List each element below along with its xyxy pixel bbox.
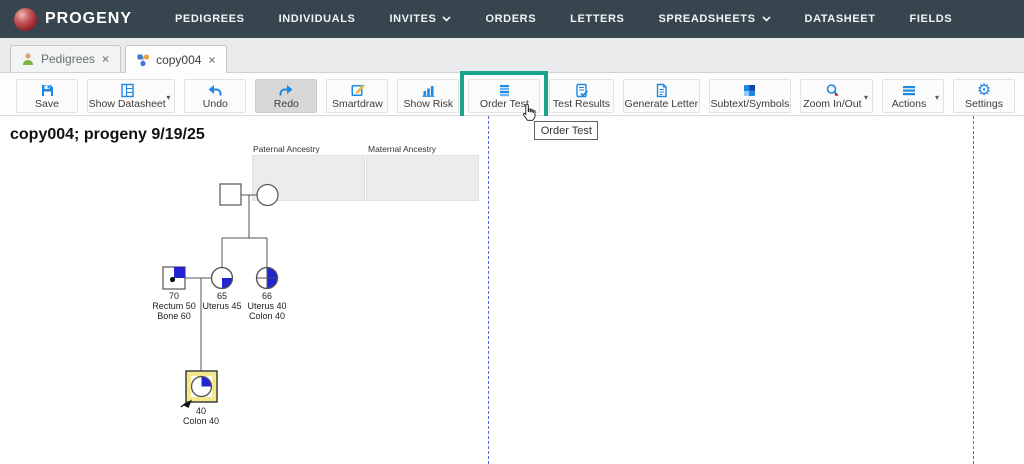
symbol-grandfather [219, 183, 242, 206]
bar-chart-icon [421, 83, 436, 98]
subtext-symbols-button[interactable]: Subtext/Symbols [709, 79, 791, 113]
maternal-ancestry-box[interactable] [366, 155, 479, 201]
undo-icon [207, 83, 223, 98]
redo-button[interactable]: Redo [255, 79, 318, 113]
label-aunt[interactable]: 66 Uterus 40 Colon 40 [247, 291, 287, 321]
nav-item-orders[interactable]: ORDERS [485, 13, 537, 25]
nav-item-invites[interactable]: INVITES [389, 13, 452, 25]
label-proband[interactable]: 40 Colon 40 [182, 406, 220, 426]
close-icon[interactable]: × [102, 52, 110, 66]
order-test-highlight-box: Order Test Order Test [460, 71, 599, 140]
close-icon[interactable]: × [208, 52, 216, 67]
smartdraw-icon [350, 83, 365, 98]
symbol-mother-65 [210, 266, 234, 290]
symbol-father-70 [162, 266, 186, 290]
proband-arrow-icon [180, 399, 192, 408]
dropdown-caret-icon[interactable]: ▾ [934, 93, 939, 102]
pedigree-canvas[interactable]: copy004; progeny 9/19/25 Paternal Ancest… [0, 116, 1024, 464]
pedigree-icon [137, 53, 150, 66]
paternal-ancestry-label: Paternal Ancestry [253, 144, 320, 154]
dropdown-caret-icon[interactable]: ▾ [863, 93, 868, 102]
tab-label: Pedigrees [41, 52, 96, 66]
label-father[interactable]: 70 Rectum 50 Bone 60 [152, 291, 196, 321]
save-icon [40, 83, 55, 98]
chevron-down-icon [761, 16, 771, 22]
symbol-aunt-66 [255, 266, 279, 290]
page-boundary-guide [488, 116, 489, 464]
dropdown-caret-icon[interactable]: ▾ [166, 93, 171, 102]
letter-document-icon [654, 83, 669, 98]
hamburger-menu-icon [901, 83, 917, 98]
tab-bar: Pedigrees × copy004 × [0, 38, 1024, 73]
pedigree-title: copy004; progeny 9/19/25 [10, 126, 205, 143]
hand-cursor-icon [522, 103, 537, 127]
toolbar: Save Show Datasheet ▾ Undo Redo Smartdra… [0, 71, 1024, 140]
settings-button[interactable]: ⚙ Settings [953, 79, 1015, 113]
symbol-proband-40 [180, 370, 218, 408]
smartdraw-button[interactable]: Smartdraw [326, 79, 389, 113]
nav-item-fields[interactable]: FIELDS [909, 13, 953, 25]
zoom-in-out-button[interactable]: Zoom In/Out ▾ [799, 79, 873, 113]
tab-label: copy004 [156, 52, 202, 67]
nav-menu: PEDIGREES INDIVIDUALS INVITES ORDERS LET… [175, 13, 952, 25]
actions-button[interactable]: Actions ▾ [882, 79, 944, 113]
brand-name: PROGENY [45, 10, 133, 27]
nav-item-pedigrees[interactable]: PEDIGREES [175, 13, 245, 25]
save-button[interactable]: Save [16, 79, 78, 113]
order-test-tooltip: Order Test [534, 121, 599, 140]
generate-letter-button[interactable]: Generate Letter [622, 79, 701, 113]
label-mother[interactable]: 65 Uterus 45 [202, 291, 242, 311]
progeny-sphere-icon [14, 7, 37, 31]
nav-item-letters[interactable]: LETTERS [570, 13, 625, 25]
test-results-button[interactable]: Test Results [549, 79, 614, 113]
magnifier-icon [825, 83, 840, 98]
show-datasheet-button[interactable]: Show Datasheet ▾ [87, 79, 176, 113]
test-results-icon [574, 83, 589, 98]
progeny-logo[interactable]: PROGENY [0, 7, 175, 31]
page-boundary-guide [973, 116, 974, 464]
undo-button[interactable]: Undo [184, 79, 247, 113]
show-risk-button[interactable]: Show Risk [397, 79, 460, 113]
redo-icon [278, 83, 294, 98]
chevron-down-icon [442, 16, 452, 22]
nav-item-datasheet[interactable]: DATASHEET [804, 13, 876, 25]
nav-item-spreadsheets[interactable]: SPREADSHEETS [658, 13, 771, 25]
nav-item-individuals[interactable]: INDIVIDUALS [278, 13, 356, 25]
datasheet-icon [120, 83, 135, 98]
person-icon [23, 53, 33, 65]
symbol-grandmother [256, 183, 279, 207]
top-nav: PROGENY PEDIGREES INDIVIDUALS INVITES OR… [0, 0, 1024, 38]
subtext-symbols-icon [742, 83, 757, 98]
maternal-ancestry-label: Maternal Ancestry [368, 144, 437, 154]
tab-copy004[interactable]: copy004 × [125, 45, 228, 73]
gear-icon: ⚙ [976, 82, 992, 99]
pedigree-drawing [162, 183, 279, 408]
order-test-icon [497, 83, 512, 98]
tab-pedigrees[interactable]: Pedigrees × [10, 45, 122, 72]
